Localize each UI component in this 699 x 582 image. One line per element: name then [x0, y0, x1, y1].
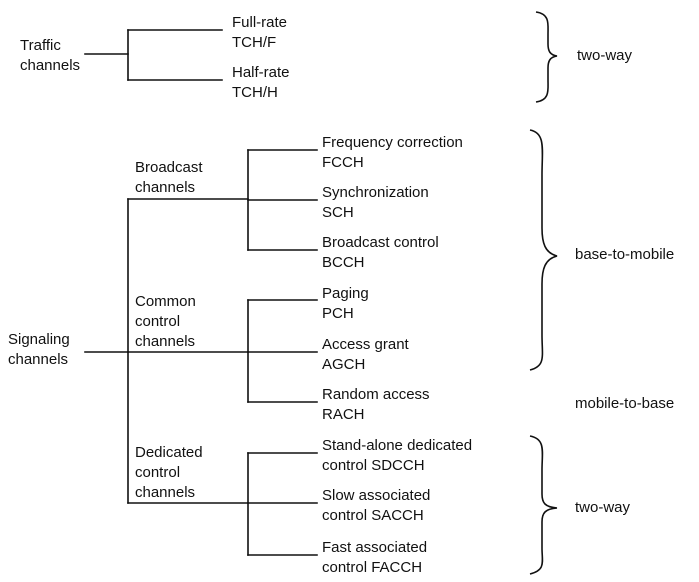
brace-base-to-mobile [529, 129, 558, 371]
brace-dedicated-two-way [529, 435, 558, 575]
direction-base-to-mobile: base-to-mobile [575, 246, 675, 263]
brace-traffic-two-way [535, 11, 558, 103]
direction-mobile-to-base: mobile-to-base [575, 395, 675, 412]
direction-two-way-traffic: two-way [577, 47, 633, 64]
direction-two-way-dedicated: two-way [575, 499, 631, 516]
